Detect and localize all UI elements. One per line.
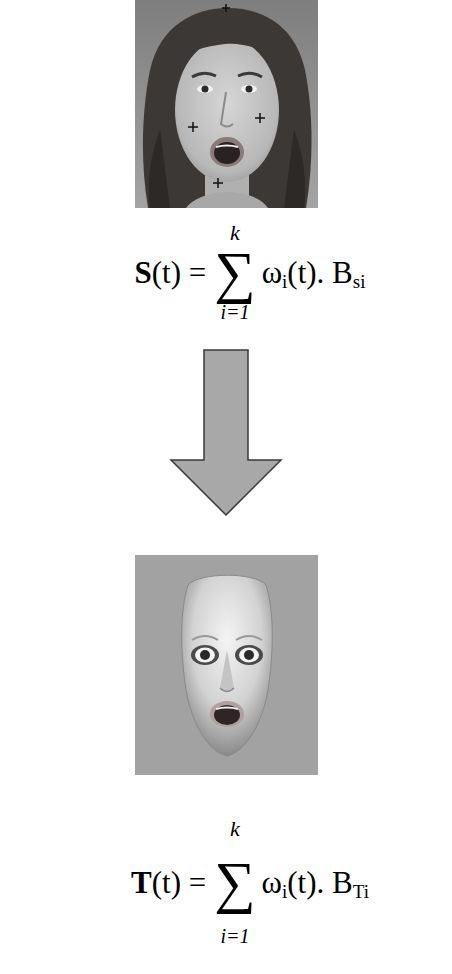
sum-limit: i=1 <box>220 926 249 946</box>
summation: k ∑ i=1 <box>214 818 255 946</box>
formula-text: T <box>131 867 152 898</box>
formula-text: ω <box>262 257 282 288</box>
formula: S(t) =k∑i=1ωi(t). Bsi <box>0 222 452 322</box>
sum-symbol: ∑ <box>214 244 255 302</box>
block-arrow <box>171 350 281 515</box>
sum-limit: i=1 <box>220 302 249 322</box>
formula-text: (t). B <box>287 867 352 898</box>
equation-panel: S(t) =k∑i=1ωi(t). Bsi <box>0 0 452 345</box>
formula: T(t) = k ∑ i=1 ωi(t). BTi <box>0 818 452 946</box>
sum-symbol: ∑ <box>214 854 255 912</box>
face-photo <box>135 0 318 208</box>
formula-text: Ti <box>353 882 369 901</box>
formula-text: si <box>353 272 366 291</box>
formula-text: i <box>282 272 287 291</box>
face-model-render <box>135 555 318 775</box>
sum-limit: k <box>230 818 240 840</box>
summation: k∑i=1 <box>214 222 255 322</box>
formula-text: i <box>282 882 287 901</box>
formula-text: (t). B <box>287 257 352 288</box>
formula-text: (t) = <box>152 867 207 898</box>
equation-panel: T(t) = k ∑ i=1 ωi(t). BTi <box>0 520 452 974</box>
formula-text: S <box>135 257 152 288</box>
sum-limit: k <box>230 222 240 244</box>
formula-text: ω <box>262 867 282 898</box>
formula-text: (t) = <box>152 257 207 288</box>
